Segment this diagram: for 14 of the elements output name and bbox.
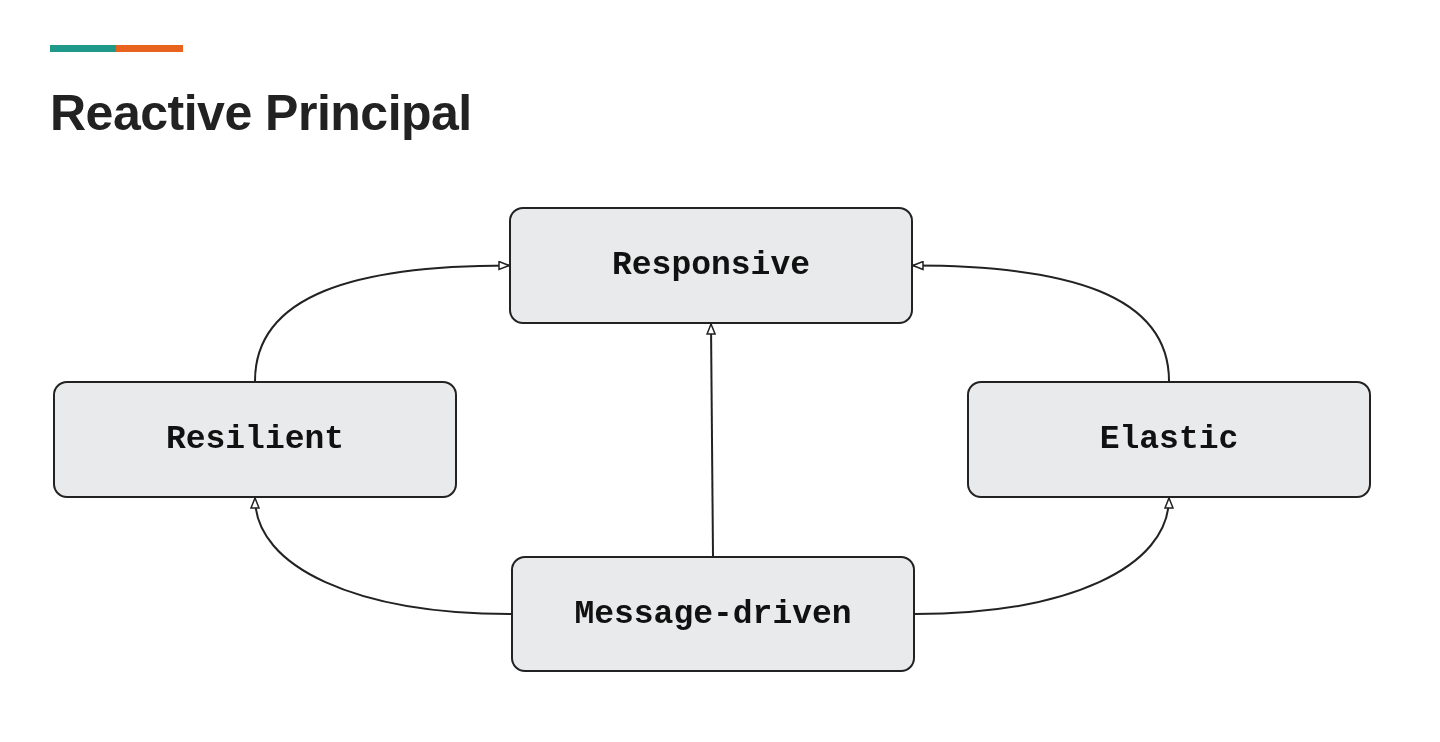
arrow xyxy=(254,260,510,382)
arrow xyxy=(251,497,512,615)
box-label: Elastic xyxy=(1099,421,1239,458)
arrow xyxy=(914,497,1173,615)
process-box xyxy=(53,381,457,498)
box-label: Message-driven xyxy=(574,595,852,633)
box-label: Responsive xyxy=(611,247,810,284)
arrow xyxy=(912,260,1170,382)
process-box xyxy=(511,556,915,672)
process-box xyxy=(967,381,1371,498)
box-label: Resilient xyxy=(165,421,345,458)
process-box xyxy=(509,207,913,324)
arrow xyxy=(706,323,716,557)
slide-title: Reactive Principal xyxy=(50,84,472,142)
